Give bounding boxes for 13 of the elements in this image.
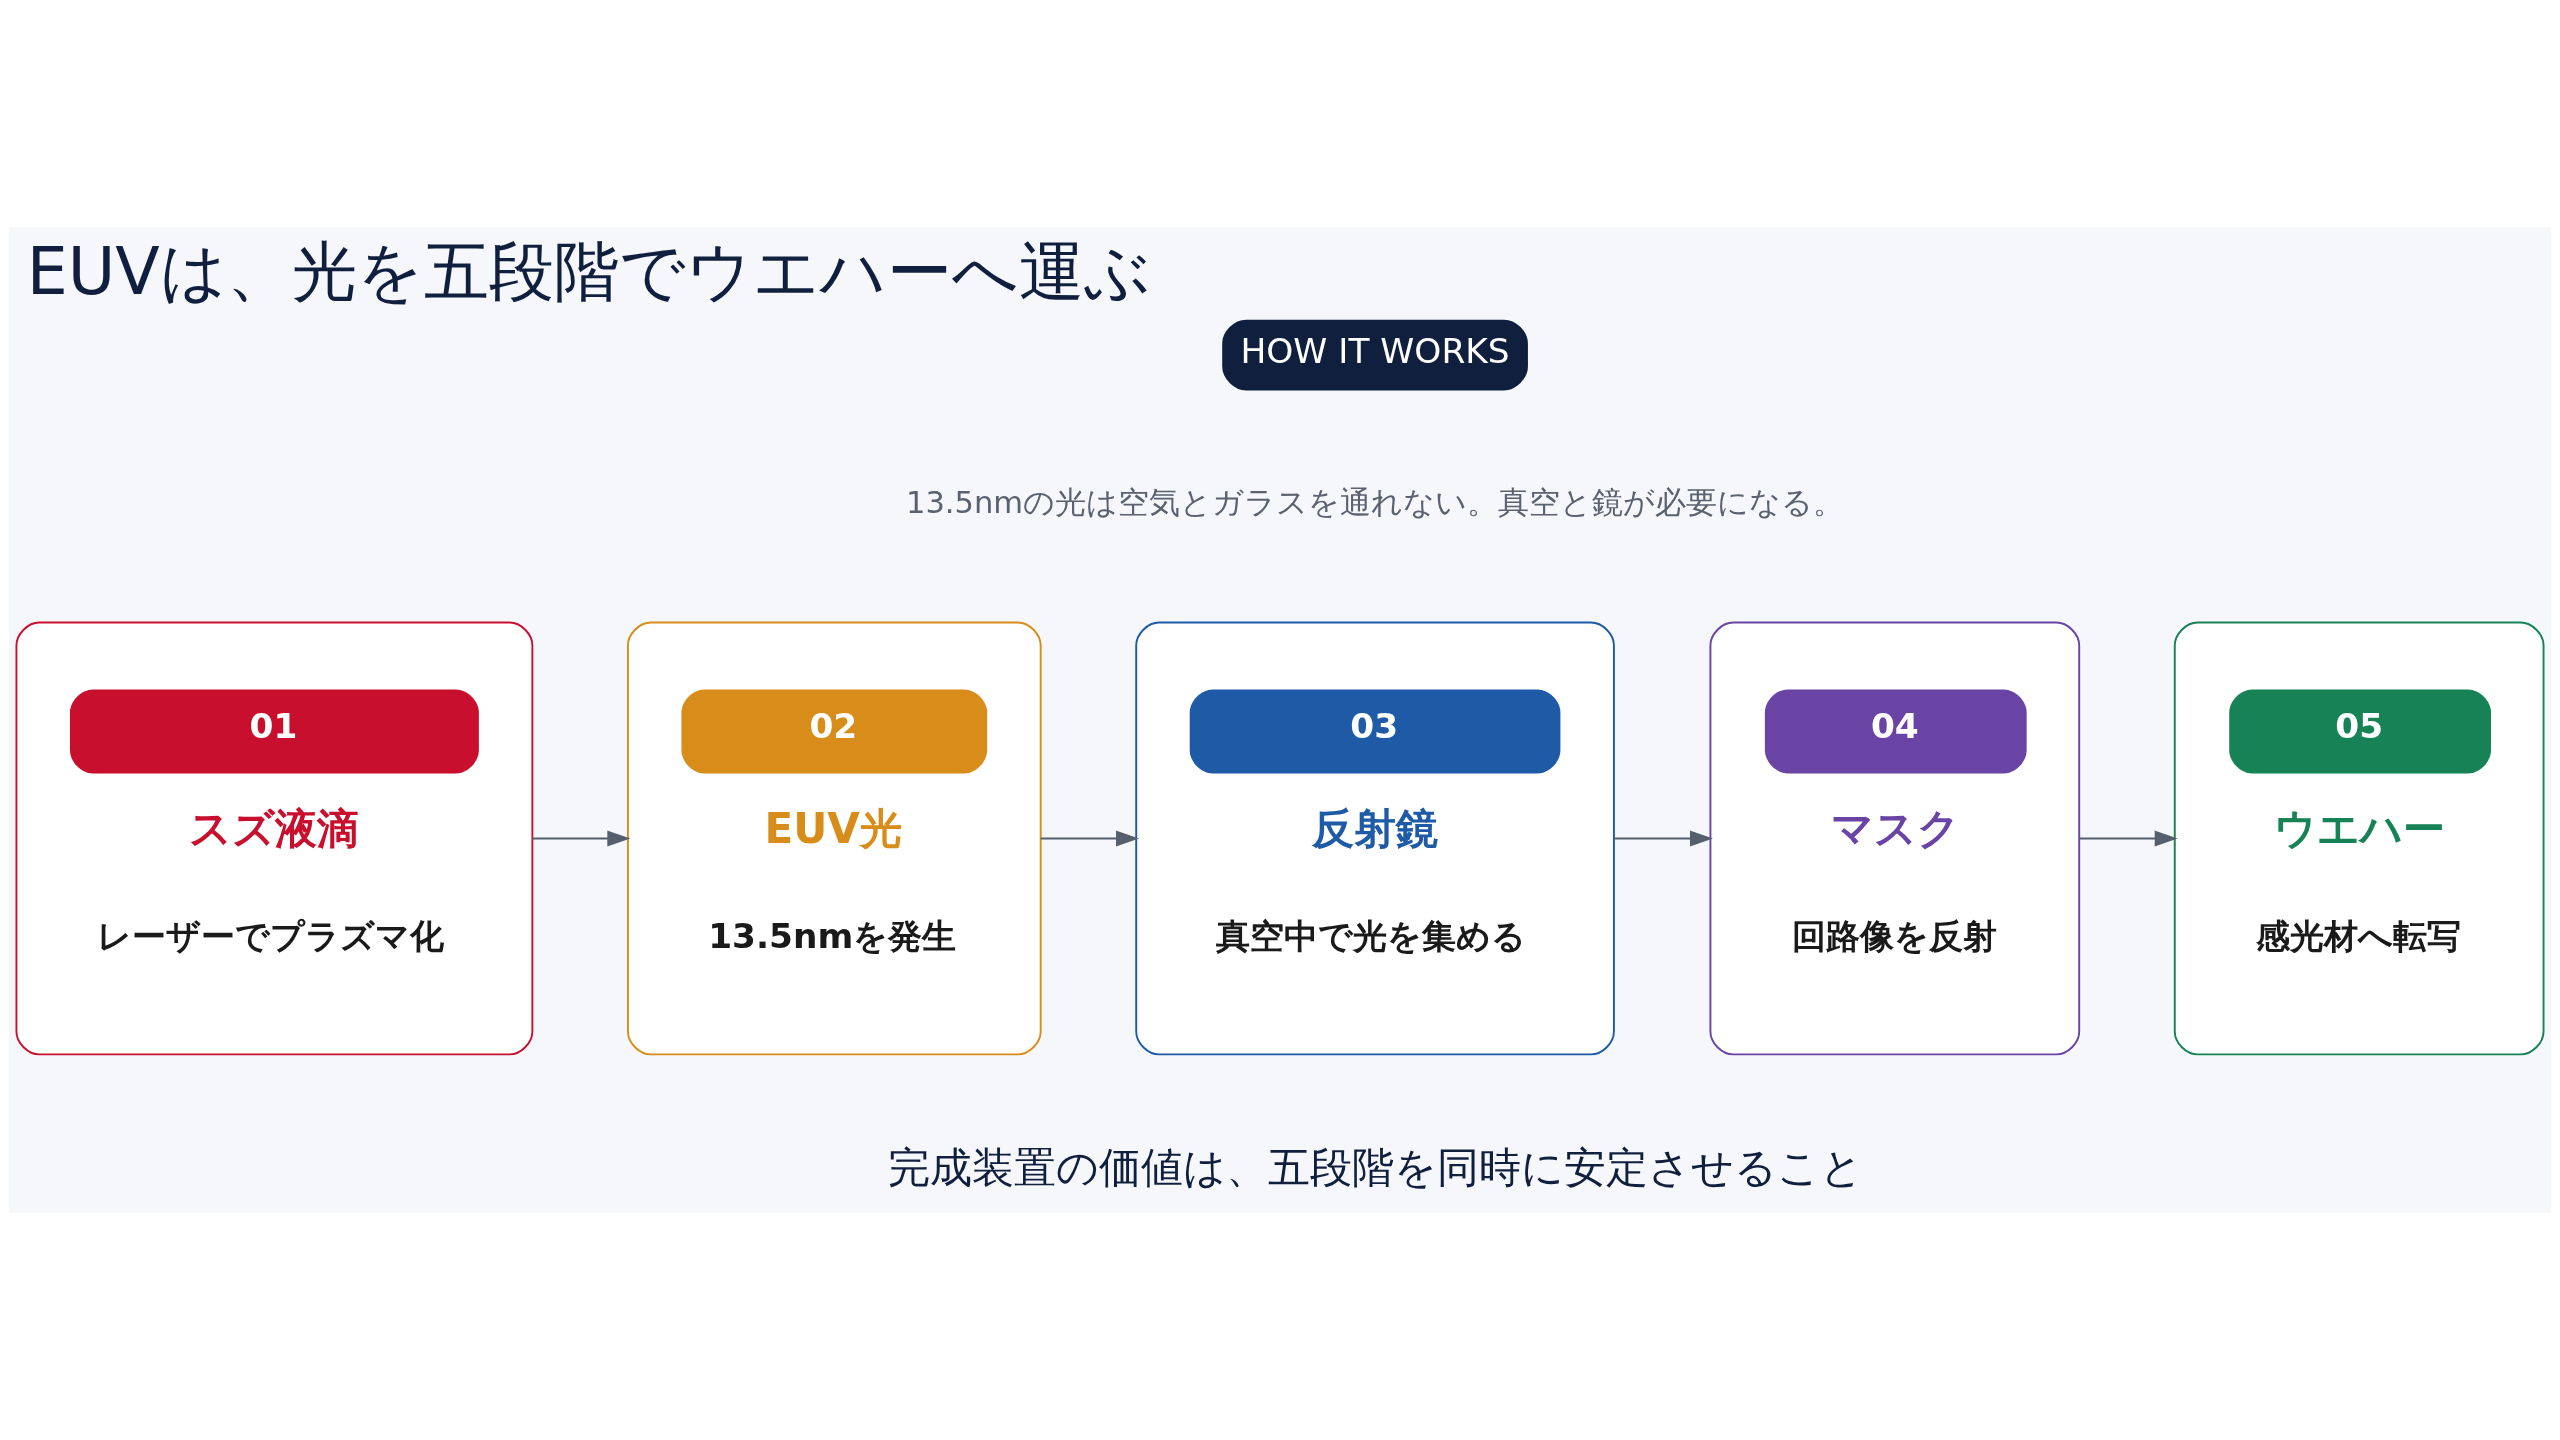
arrow: [531, 830, 631, 847]
node-box: 03 反射鏡 真空中で光を集める: [1135, 621, 1615, 1056]
arrow: [1039, 830, 1139, 847]
node-box: 04 マスク 回路像を反射: [1709, 621, 2081, 1056]
node-box: 01 スズ液滴 レーザーでプラズマ化: [15, 621, 534, 1056]
node-box: 02 EUV光 13.5nmを発生: [626, 621, 1042, 1056]
arrow: [1613, 830, 1713, 847]
diagram-title: EUVは、光を五段階でウエハーへ運ぶ: [26, 234, 1151, 310]
label: 完成装置の価値は、五段階を同時に安定させること: [887, 1142, 1863, 1192]
arrow: [2078, 830, 2178, 847]
node-box: 05 ウエハー 感光材へ転写: [2173, 621, 2545, 1056]
label: 13.5nmの光は空気とガラスを通れない。真空と鏡が必要になる。: [905, 485, 1845, 521]
label: HOW IT WORKS: [1240, 331, 1510, 372]
